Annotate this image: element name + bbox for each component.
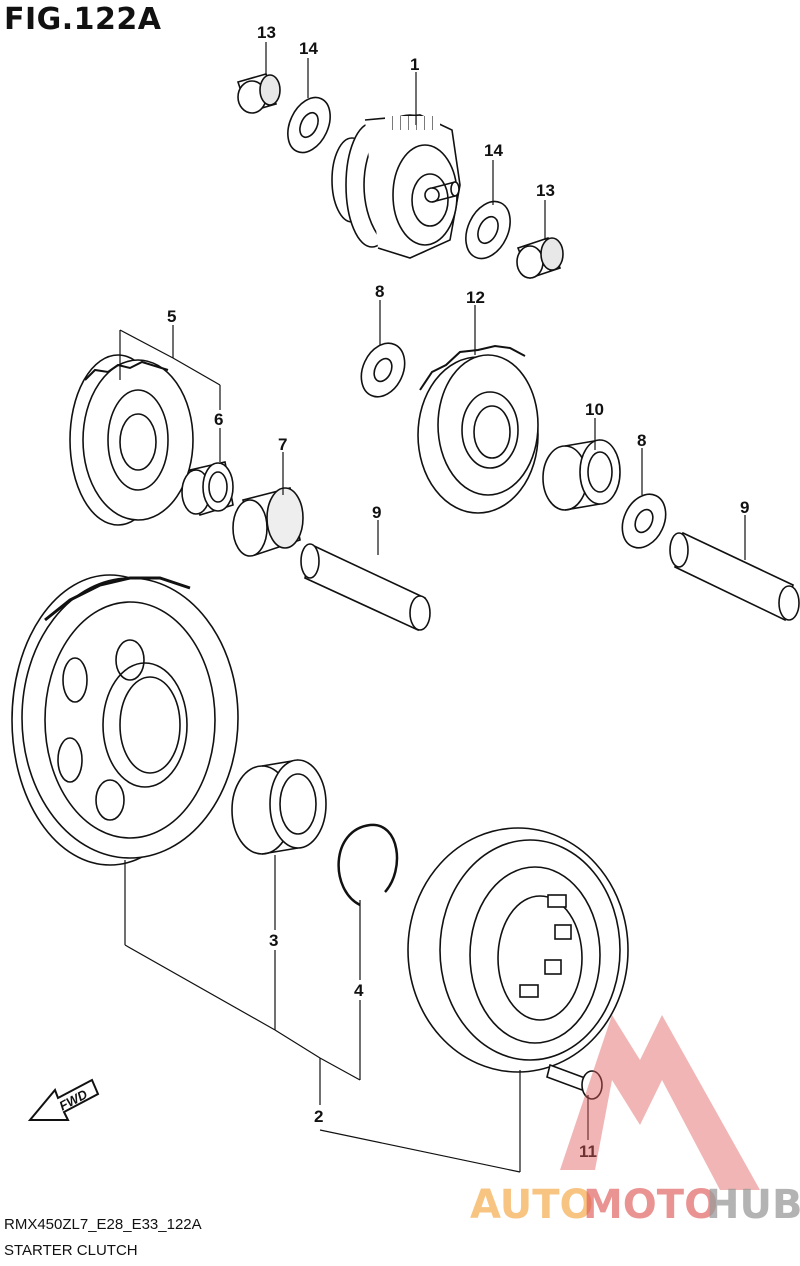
- model-code: RMX450ZL7_E28_E33_122A: [4, 1216, 202, 1233]
- callout-9-right: 9: [740, 498, 749, 517]
- watermark-moto: MOTO: [583, 1182, 718, 1228]
- part-6-needle-bearing: [181, 461, 234, 517]
- part-2-starter-driven-gear: [11, 574, 239, 866]
- part-4-circlip: [337, 823, 399, 907]
- leader-lines: [119, 42, 746, 1173]
- part-11-bolt: [546, 1063, 603, 1100]
- watermark-wordmark: AUTO MOTO HUB: [470, 1182, 800, 1228]
- part-7-spacer: [232, 487, 304, 557]
- callout-1: 1: [410, 55, 419, 74]
- part-14-washer-right: [465, 200, 511, 260]
- part-8-washer-upper: [360, 342, 406, 398]
- group-name: STARTER CLUTCH: [4, 1242, 138, 1259]
- part-10-needle-bearing: [542, 439, 621, 511]
- callout-12: 12: [466, 288, 485, 307]
- callout-8-upper: 8: [375, 282, 384, 301]
- part-13-bushing-right: [516, 237, 564, 279]
- part-14-washer-top: [287, 96, 331, 154]
- callout-5: 5: [167, 307, 176, 326]
- part-5-idle-gear: [69, 354, 194, 526]
- callout-13-right: 13: [536, 181, 555, 200]
- part-3-needle-bearing: [231, 759, 327, 855]
- callout-11: 11: [579, 1142, 597, 1161]
- callout-3: 3: [269, 931, 278, 950]
- part-2-one-way-clutch: [407, 827, 629, 1073]
- callout-10: 10: [585, 400, 604, 419]
- part-9-shaft-right: [669, 531, 800, 622]
- callout-labels: 13 14 1 14 13 8 12 5 6 7 10 8 9 9 3 4 2 …: [167, 23, 749, 1161]
- forward-direction-arrow: FWD: [27, 1078, 100, 1121]
- watermark-logo: [560, 1015, 760, 1190]
- callout-7: 7: [278, 435, 287, 454]
- part-13-bushing-top: [236, 73, 281, 114]
- callout-4: 4: [354, 981, 364, 1000]
- figure-title: FIG.122A: [4, 2, 162, 37]
- callout-13-top: 13: [257, 23, 276, 42]
- callout-8-lower: 8: [637, 431, 646, 450]
- callout-6: 6: [214, 410, 223, 429]
- part-8-washer-lower: [621, 493, 667, 549]
- watermark-hub: HUB: [706, 1182, 800, 1228]
- callout-14-right: 14: [484, 141, 503, 160]
- callout-14-top: 14: [299, 39, 318, 58]
- callout-9-left: 9: [372, 503, 381, 522]
- part-9-shaft-left: [300, 543, 431, 632]
- part-12-gear: [417, 344, 539, 514]
- callout-2: 2: [314, 1107, 323, 1126]
- watermark-auto: AUTO: [470, 1182, 594, 1228]
- part-1-gear-shaft-assembly: [331, 114, 461, 259]
